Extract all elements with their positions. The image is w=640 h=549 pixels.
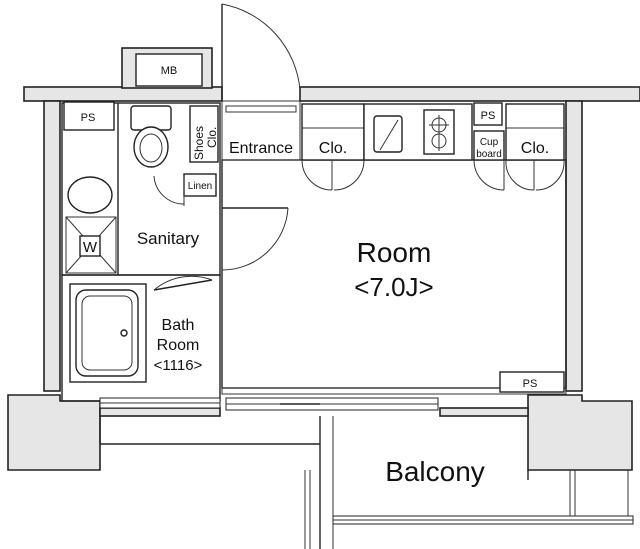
closet-right-label: Clo. <box>521 140 549 157</box>
board-label: board <box>476 149 502 160</box>
kitchen <box>363 103 473 161</box>
ps-top-label: PS <box>481 110 496 122</box>
ps-left-label: PS <box>81 112 96 124</box>
room-label: Room <box>357 237 432 268</box>
closet-right: Clo. <box>505 103 565 191</box>
pipe-space-left: PS <box>63 101 115 131</box>
bath-label-3: <1116> <box>154 357 203 374</box>
sanitary-label: Sanitary <box>137 229 200 248</box>
washer-label: W <box>83 239 98 256</box>
closet-left-label: Clo. <box>319 140 347 157</box>
bathtub-icon <box>75 289 139 377</box>
pipe-space-top: PS <box>473 102 503 126</box>
windows <box>99 397 439 411</box>
cup-label: Cup <box>480 137 499 148</box>
shoes-label: Shoes <box>192 126 206 160</box>
balcony: Balcony <box>99 416 634 549</box>
balcony-label: Balcony <box>385 456 485 487</box>
mb-label: MB <box>161 65 178 77</box>
bath-label-2: Room <box>157 337 200 354</box>
entrance-area: Entrance <box>221 100 301 161</box>
entrance-label: Entrance <box>229 140 293 157</box>
room-size-label: <7.0J> <box>354 272 434 302</box>
toilet-icon <box>130 105 172 168</box>
linen-cabinet: Linen <box>183 173 217 197</box>
linen-label: Linen <box>188 181 212 192</box>
shoes-closet: Shoes Clo. <box>189 105 219 163</box>
closet-left: Clo. <box>301 103 365 191</box>
cupboard: Cup board <box>473 130 505 191</box>
ps-room-label: PS <box>523 378 538 390</box>
bath-label-1: Bath <box>162 317 195 334</box>
shoes-clo-label: Clo. <box>205 127 219 148</box>
washer-area: W <box>65 176 117 274</box>
doors <box>153 3 301 291</box>
meter-box: MB <box>121 47 213 89</box>
